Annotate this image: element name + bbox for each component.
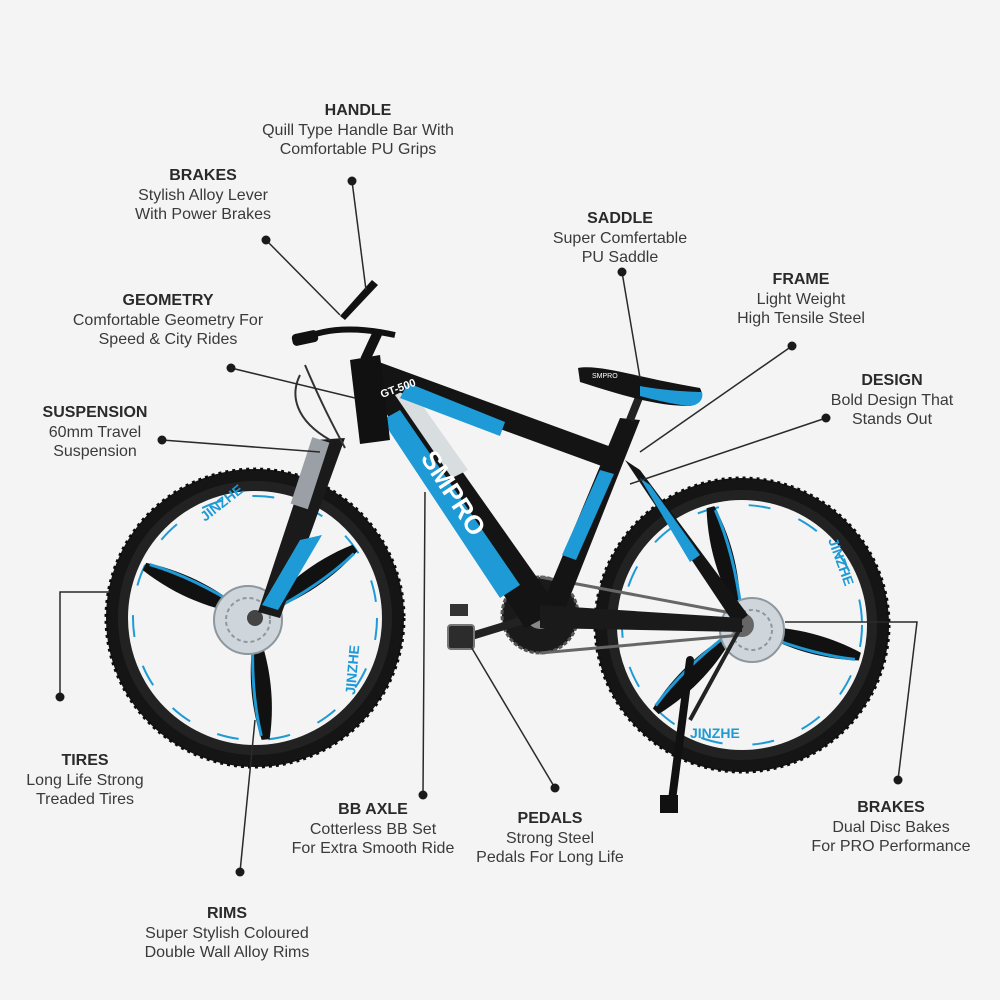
rear-wheel-brand-label-2: JINZHE — [690, 725, 740, 741]
callout-brakes-disc: BRAKES Dual Disc Bakes For PRO Performan… — [791, 798, 991, 856]
callout-tires-line-1: Long Life Strong — [26, 772, 144, 789]
callout-pedals-line-1: Strong Steel — [505, 830, 595, 847]
callout-saddle-line-1: Super Comfertable — [552, 230, 688, 247]
callout-suspension-line-2: Suspension — [53, 443, 137, 460]
callout-bb-axle-title: BB AXLE — [338, 801, 408, 818]
callout-tires-line-2: Treaded Tires — [35, 791, 135, 808]
leader-geometry — [226, 363, 356, 399]
callout-handle-line-1: Quill Type Handle Bar With — [262, 122, 454, 139]
callout-brakes-disc-line-1: Dual Disc Bakes — [832, 819, 950, 836]
callout-saddle-title: SADDLE — [587, 210, 653, 227]
leader-handle — [347, 176, 367, 291]
callout-brakes-lever-line-2: With Power Brakes — [134, 206, 272, 223]
leader-brakes-disc — [785, 621, 918, 785]
callout-suspension-title: SUSPENSION — [42, 404, 148, 421]
callout-rims: RIMS Super Stylish Coloured Double Wall … — [117, 904, 337, 962]
callout-tires: TIRES Long Life Strong Treaded Tires — [0, 751, 170, 809]
callout-rims-title: RIMS — [207, 905, 247, 922]
callout-design-title: DESIGN — [861, 372, 923, 389]
callout-brakes-disc-title: BRAKES — [857, 799, 925, 816]
leader-saddle — [617, 267, 641, 379]
callout-handle-title: HANDLE — [324, 102, 392, 119]
callout-bb-axle: BB AXLE Cotterless BB Set For Extra Smoo… — [273, 800, 473, 858]
callout-pedals: PEDALS Strong Steel Pedals For Long Life — [450, 809, 650, 867]
leader-brakes-lever — [261, 235, 341, 316]
callout-geometry-line-1: Comfortable Geometry For — [72, 312, 264, 329]
callout-brakes-disc-line-2: For PRO Performance — [811, 838, 971, 855]
callout-brakes-lever: BRAKES Stylish Alloy Lever With Power Br… — [113, 166, 293, 224]
leader-bb-axle — [418, 491, 428, 800]
callout-frame-title: FRAME — [772, 271, 830, 288]
callout-handle-line-2: Comfortable PU Grips — [279, 141, 437, 158]
callout-saddle-line-2: PU Saddle — [581, 249, 659, 266]
callout-design-line-1: Bold Design That — [830, 392, 954, 409]
leader-tires — [55, 591, 110, 702]
callout-brakes-lever-title: BRAKES — [169, 167, 237, 184]
callout-suspension-line-1: 60mm Travel — [48, 424, 142, 441]
callout-brakes-lever-line-1: Stylish Alloy Lever — [138, 187, 268, 204]
leader-rims — [235, 719, 256, 877]
saddle-brand-label: SMPRO — [592, 373, 618, 380]
callout-frame: FRAME Light Weight High Tensile Steel — [711, 270, 891, 328]
callout-saddle: SADDLE Super Comfertable PU Saddle — [530, 209, 710, 267]
callout-rims-line-2: Double Wall Alloy Rims — [144, 944, 310, 961]
callout-frame-line-1: Light Weight — [756, 291, 846, 308]
leader-suspension — [157, 435, 321, 453]
callout-handle: HANDLE Quill Type Handle Bar With Comfor… — [248, 101, 468, 159]
callout-geometry: GEOMETRY Comfortable Geometry For Speed … — [58, 291, 278, 349]
callout-tires-title: TIRES — [61, 752, 109, 769]
callout-rims-line-1: Super Stylish Coloured — [145, 925, 309, 942]
front-wheel-brand-label-2: JINZHE — [342, 644, 362, 695]
callout-bb-axle-line-1: Cotterless BB Set — [309, 821, 437, 838]
callout-design-line-2: Stands Out — [851, 411, 933, 428]
leader-design — [629, 413, 831, 485]
callout-bb-axle-line-2: For Extra Smooth Ride — [291, 840, 455, 857]
callout-pedals-line-2: Pedals For Long Life — [476, 849, 624, 866]
callout-frame-line-2: High Tensile Steel — [737, 310, 865, 327]
callout-geometry-line-2: Speed & City Rides — [98, 331, 238, 348]
leader-lines — [55, 176, 918, 877]
callout-design: DESIGN Bold Design That Stands Out — [802, 371, 982, 429]
leader-pedals — [469, 644, 560, 793]
callout-pedals-title: PEDALS — [517, 810, 583, 827]
callout-suspension: SUSPENSION 60mm Travel Suspension — [25, 403, 165, 461]
callout-geometry-title: GEOMETRY — [122, 292, 214, 309]
leader-frame — [639, 341, 797, 453]
bike-frame: GT-500 SMPRO SMPRO — [258, 280, 748, 632]
